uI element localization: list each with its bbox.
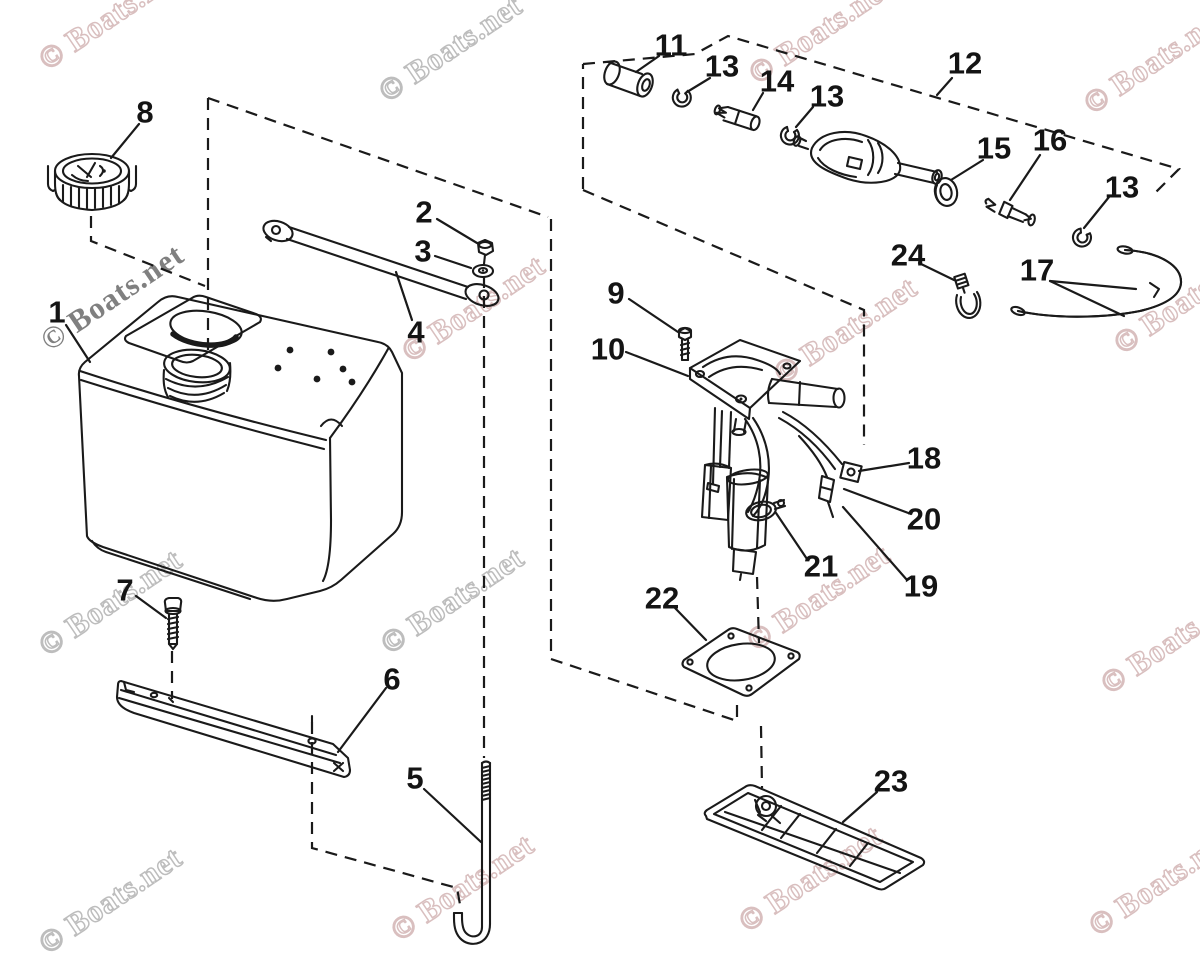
mount-bolt-7 xyxy=(163,596,183,651)
oil-tank xyxy=(77,294,404,602)
mounting-strap xyxy=(262,219,500,307)
hex-nut xyxy=(476,238,495,266)
bulb-box-top xyxy=(582,34,1182,197)
part-label-19: 19 xyxy=(904,569,938,604)
part-label-22: 22 xyxy=(645,581,679,616)
line-sleeve-11 xyxy=(603,60,654,98)
part-label-23: 23 xyxy=(874,764,908,799)
j-bolt-5 xyxy=(452,760,492,945)
part-label-14: 14 xyxy=(760,64,795,99)
bulb-box-bottom xyxy=(582,188,866,445)
part-label-13: 13 xyxy=(705,49,739,84)
part-label-6: 6 xyxy=(383,662,400,697)
tank-top-front-ridge2 xyxy=(79,378,326,451)
part-label-12: 12 xyxy=(948,46,982,81)
flat-washer xyxy=(471,263,495,279)
part-label-1: 1 xyxy=(48,295,65,330)
watermark-text: © Boats.net xyxy=(1077,0,1200,121)
watermark-text: © Boats.net xyxy=(372,0,528,109)
wire-connector-20 xyxy=(817,474,836,504)
filler-cap xyxy=(46,152,138,212)
tank-top-dots xyxy=(274,346,356,386)
barb-fitting-16 xyxy=(984,197,1036,227)
gasket-22 xyxy=(681,627,801,697)
cap-axis-guide xyxy=(89,216,206,288)
part-label-13: 13 xyxy=(1105,170,1139,205)
line-fitting-14 xyxy=(713,104,761,132)
tank-group-box xyxy=(207,96,549,219)
pump-body-21 xyxy=(700,462,787,582)
gasket-plate-axis xyxy=(759,725,764,789)
part-label-9: 9 xyxy=(607,276,624,311)
tank-bottom-inner-line xyxy=(90,539,252,601)
watermark-text: © Boats.net xyxy=(32,0,188,77)
part-label-13: 13 xyxy=(810,79,844,114)
tank-top-front-ridge xyxy=(78,369,328,442)
pickup-bracket-10 xyxy=(688,338,846,437)
part-label-15: 15 xyxy=(977,131,1011,166)
watermark-text: © Boats.net xyxy=(374,539,530,660)
bottom-plate-23 xyxy=(703,784,926,891)
filler-neck xyxy=(162,348,232,403)
hose-clamp-13c xyxy=(1071,227,1093,248)
part-label-16: 16 xyxy=(1033,123,1067,158)
tray-bracket-6 xyxy=(115,679,352,779)
hose-clamp-24 xyxy=(953,272,982,319)
part-label-24: 24 xyxy=(891,238,926,273)
part-label-7: 7 xyxy=(116,573,133,608)
wire-lead xyxy=(777,410,844,519)
part-label-21: 21 xyxy=(804,549,838,584)
assembly-guide-lines xyxy=(89,34,1182,911)
part-label-11: 11 xyxy=(655,28,688,63)
line-art xyxy=(46,60,1183,945)
pickup-tube xyxy=(705,406,770,518)
wire-tip-19 xyxy=(826,500,835,519)
fuel-hose-17 xyxy=(1010,245,1183,318)
tank-top-right-edge xyxy=(328,347,390,440)
leader-lines xyxy=(64,54,1138,844)
part-label-10: 10 xyxy=(591,332,625,367)
tank-lid-panel xyxy=(123,294,262,364)
watermark-text: © Boats.net xyxy=(384,826,540,947)
pump-gasket-axis xyxy=(755,576,761,644)
pickup-bolt-9 xyxy=(677,326,693,362)
part-label-18: 18 xyxy=(907,441,941,476)
watermark-text: © Boats.net xyxy=(767,269,923,390)
watermark-text: © Boats.net xyxy=(1094,579,1200,700)
part-label-5: 5 xyxy=(406,761,423,796)
watermark-text: © Boats.net xyxy=(32,839,188,960)
primer-bulb xyxy=(792,130,943,185)
tank-front-right-ridge xyxy=(321,436,333,583)
part-label-3: 3 xyxy=(414,234,431,269)
part-label-4: 4 xyxy=(407,315,425,350)
watermark-text: © Boats.net xyxy=(1107,239,1200,360)
bracket-axis xyxy=(310,722,463,911)
pickup-box-bottom xyxy=(550,657,739,723)
watermark-text: © Boats.net xyxy=(1082,821,1200,942)
part-label-20: 20 xyxy=(907,502,941,537)
wire-lug-18 xyxy=(839,461,863,483)
part-label-17: 17 xyxy=(1020,253,1054,288)
part-label-8: 8 xyxy=(136,95,153,130)
tank-notch-arc xyxy=(319,418,344,428)
watermark-text: © Boats.net xyxy=(732,817,888,938)
part-label-2: 2 xyxy=(415,195,432,230)
tank-oval-shade xyxy=(170,331,239,348)
grommet-15 xyxy=(933,177,959,207)
